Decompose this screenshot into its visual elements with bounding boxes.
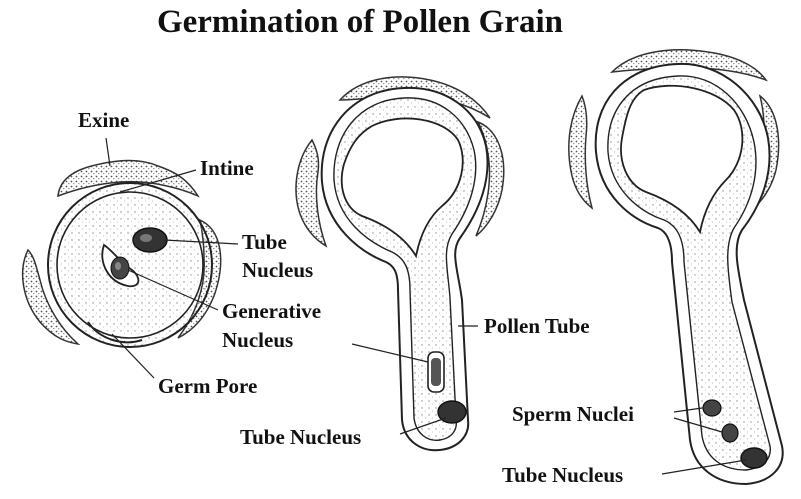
label-tube-nucleus-3: Tube Nucleus [502, 463, 624, 487]
exine-lump-top [57, 159, 200, 198]
pollen-grain-2 [295, 76, 505, 452]
label-generative-b: Nucleus [222, 328, 294, 352]
label-exine: Exine [78, 108, 130, 132]
germ-pore [87, 321, 143, 344]
sperm-nucleus-2 [721, 423, 739, 443]
tube-nucleus-2 [437, 400, 467, 424]
leader-intine [119, 169, 197, 193]
leader-lines [105, 137, 747, 475]
page-title: Germination of Pollen Grain [156, 4, 564, 40]
label-generative-a: Generative [222, 299, 322, 323]
sperm-nucleus-1 [702, 399, 722, 417]
leader-tube-nucleus-2 [399, 417, 447, 435]
tube-nucleus-3 [740, 447, 768, 469]
label-tube-nucleus-1a: Tube [242, 230, 287, 254]
exine-lump-left-3 [568, 94, 594, 210]
leader-tube-nucleus-1 [163, 239, 239, 245]
exine-lump-left [21, 248, 81, 346]
label-sperm-nuclei: Sperm Nuclei [512, 402, 634, 426]
label-intine: Intine [200, 156, 254, 180]
vacuole-3 [620, 84, 744, 235]
vacuole-2 [340, 117, 464, 259]
exine-lump-left-2 [295, 138, 328, 248]
label-germ-pore: Germ Pore [158, 374, 258, 398]
cytoplasm [60, 195, 200, 335]
pollen-grain-3 [568, 49, 784, 486]
leader-generative-2 [351, 343, 429, 363]
leader-tube-nucleus-3 [661, 459, 747, 475]
leader-sperm-1 [673, 407, 703, 413]
pollen-grain-1 [21, 159, 222, 348]
label-tube-nucleus-2: Tube Nucleus [240, 425, 362, 449]
label-tube-nucleus-1b: Nucleus [242, 258, 314, 282]
leader-sperm-2 [673, 417, 723, 433]
leader-generative [127, 269, 219, 311]
label-pollen-tube: Pollen Tube [484, 314, 590, 338]
leader-exine [105, 137, 111, 167]
leader-germ-pore [111, 333, 155, 379]
